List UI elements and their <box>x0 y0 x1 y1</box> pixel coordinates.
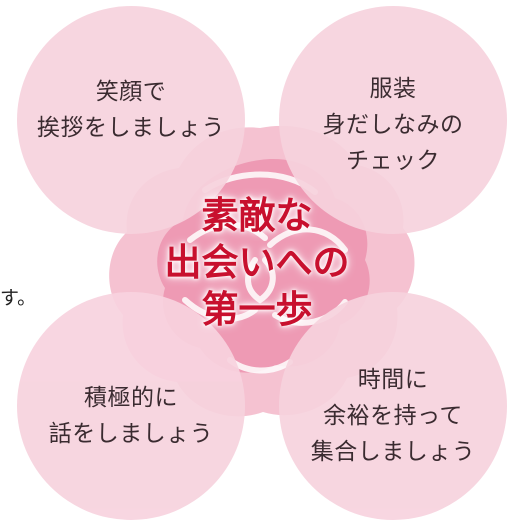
tip-bubble-punctuality: 時間に 余裕を持って 集合しましょう <box>279 292 507 520</box>
left-text-fragment: す。 <box>0 287 37 309</box>
tip-text: 積極的に 話をしましょう <box>48 385 214 447</box>
center-title: 素敵な 出会いへの 第一歩 <box>164 193 350 331</box>
tip-text: 服装 身だしなみの チェック <box>322 76 464 174</box>
tip-bubble-greeting: 笑顔で 挨拶をしましょう <box>17 6 245 234</box>
tip-text: 笑顔で 挨拶をしましょう <box>37 79 225 141</box>
tip-text: 時間に 余裕を持って 集合しましょう <box>310 367 476 465</box>
tip-bubble-appearance: 服装 身だしなみの チェック <box>279 6 507 234</box>
tip-bubble-conversation: 積極的に 話をしましょう <box>17 292 245 520</box>
